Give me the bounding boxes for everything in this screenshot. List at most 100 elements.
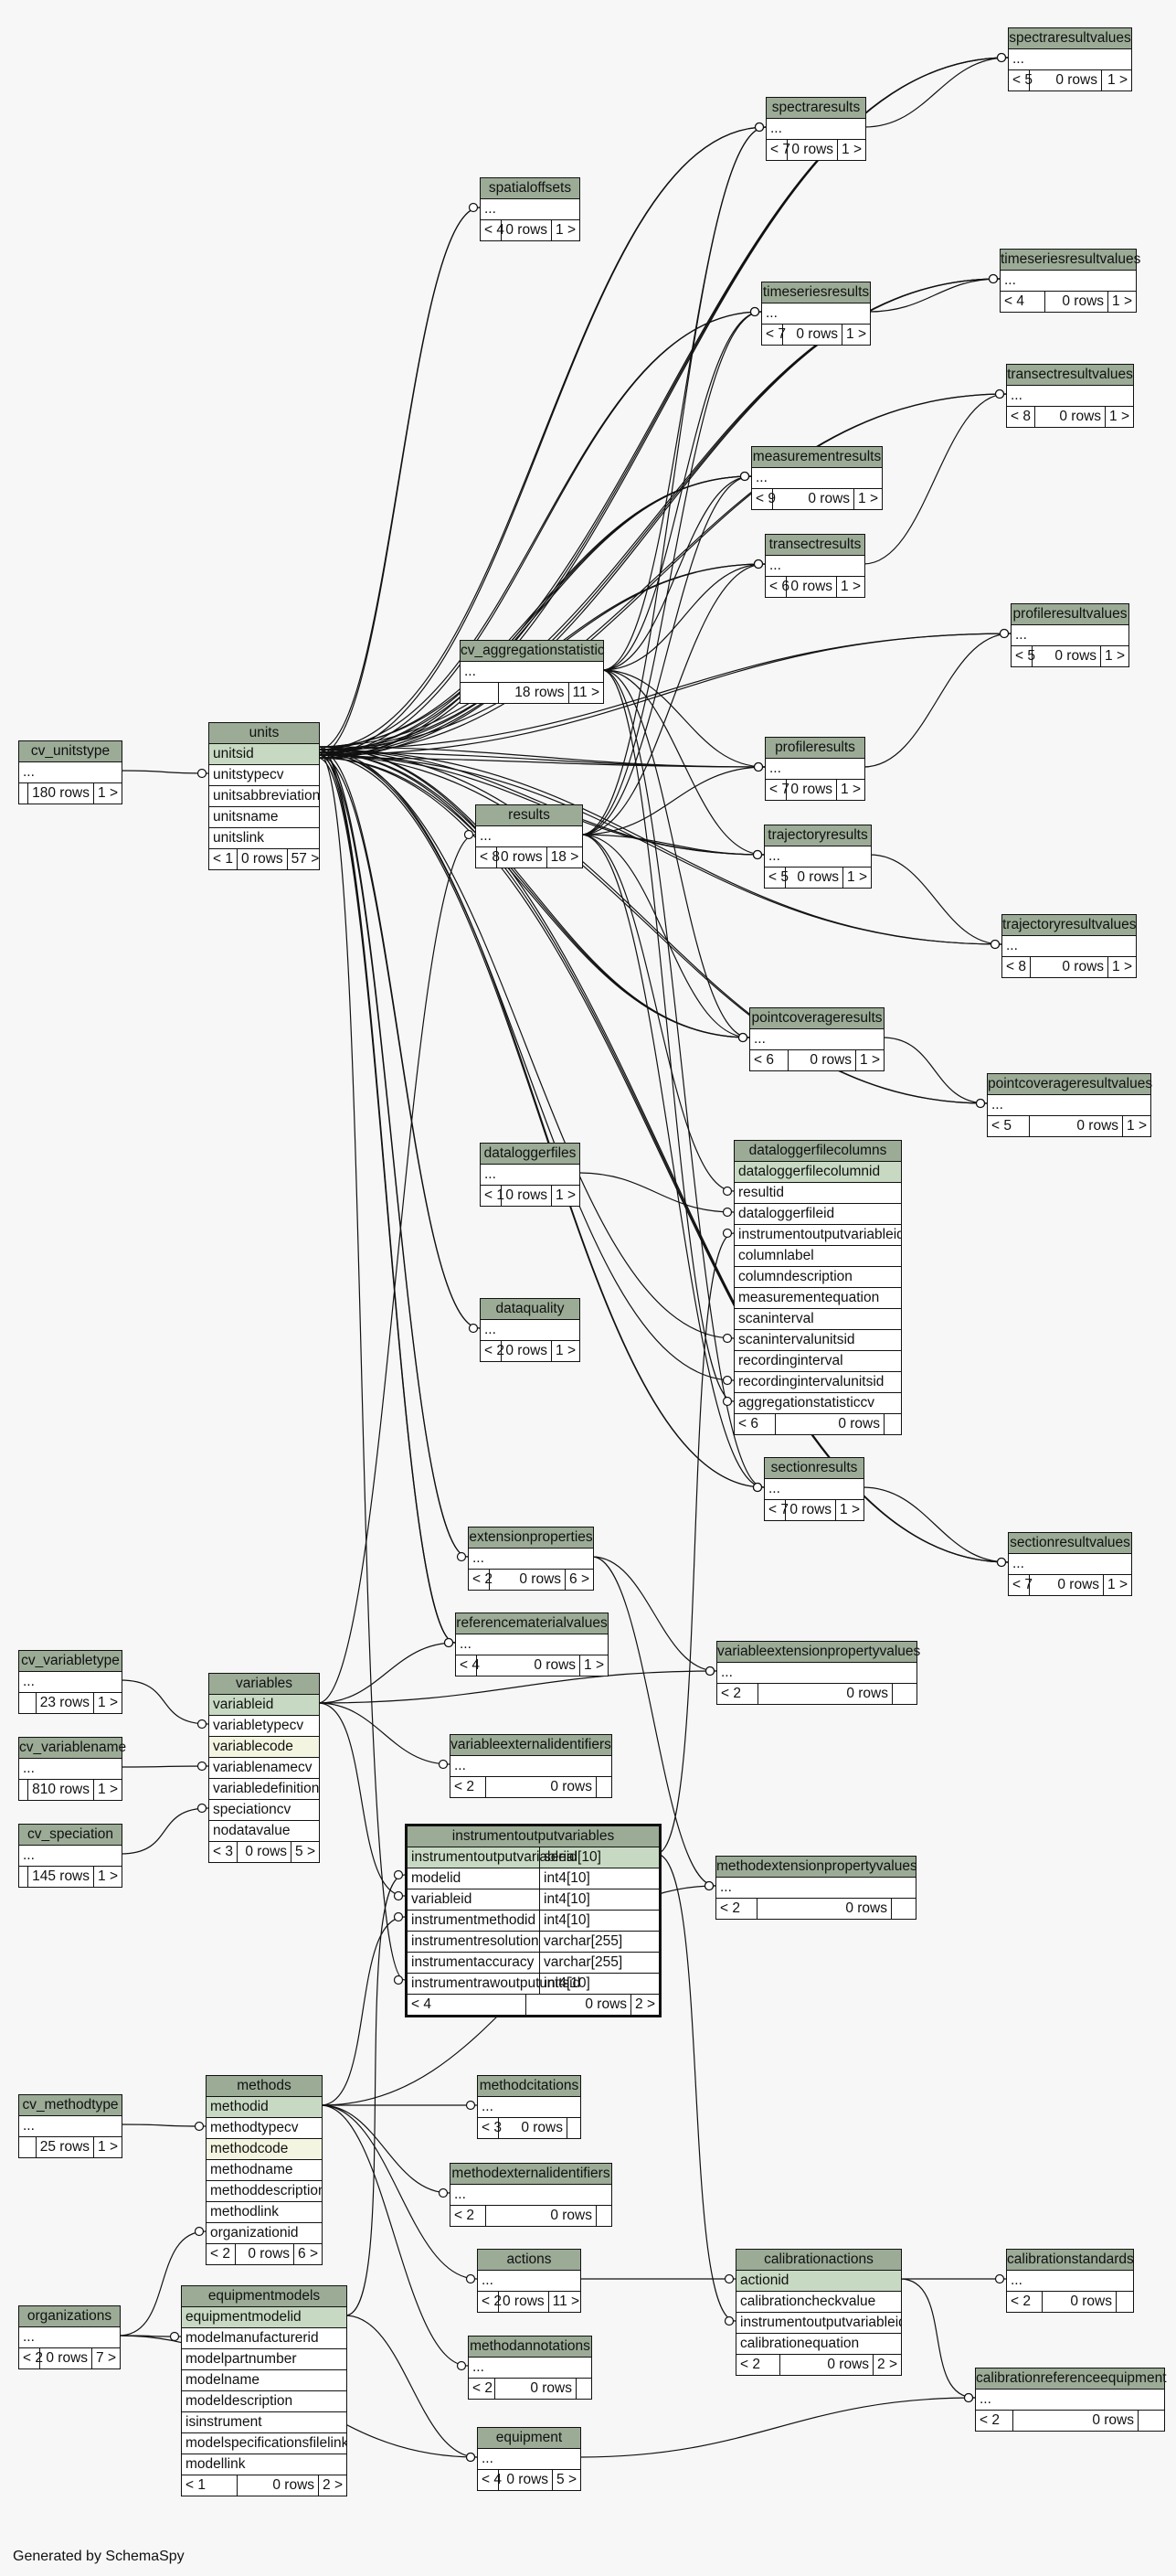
table-title[interactable]: profileresultvalues: [1012, 604, 1128, 625]
column-row: unitsid: [209, 744, 319, 765]
table-title[interactable]: profileresults: [766, 738, 864, 759]
table-title[interactable]: measurementresults: [752, 447, 882, 468]
table-title[interactable]: results: [476, 805, 582, 826]
table-title[interactable]: pointcoverageresults: [750, 1008, 884, 1029]
table-title[interactable]: variables: [209, 1674, 319, 1695]
table-title[interactable]: cv_variabletype: [19, 1651, 122, 1672]
table-title[interactable]: variableexternalidentifiers: [450, 1735, 611, 1756]
table-title[interactable]: calibrationactions: [736, 2250, 901, 2271]
parent-count: < 2: [717, 1684, 758, 1704]
table-title[interactable]: instrumentoutputvariables: [408, 1826, 659, 1847]
table-title[interactable]: variableextensionpropertyvalues: [717, 1642, 920, 1663]
table-title[interactable]: pointcoverageresultvalues: [988, 1074, 1152, 1095]
table-title[interactable]: methodexternalidentifiers: [450, 2164, 611, 2185]
table-title[interactable]: spectraresultvalues: [1009, 28, 1131, 49]
table-title[interactable]: dataquality: [481, 1299, 579, 1320]
table-title[interactable]: calibrationreferenceequipment: [976, 2368, 1167, 2390]
relationship-line: [317, 754, 988, 1104]
relationship-endpoint: [724, 2315, 735, 2326]
column-row: modelspecificationsfilelink: [182, 2433, 346, 2454]
table-title[interactable]: timeseriesresults: [762, 282, 870, 303]
table-title[interactable]: referencematerialvalues: [456, 1613, 608, 1634]
column-placeholder: ...: [716, 1878, 916, 1899]
table-title[interactable]: organizations: [19, 2306, 120, 2327]
relationship-line: [601, 669, 735, 1402]
table-title[interactable]: sectionresultvalues: [1009, 1533, 1131, 1554]
table-title[interactable]: cv_speciation: [19, 1825, 122, 1846]
table-title[interactable]: methodcitations: [478, 2076, 580, 2097]
table-title[interactable]: extensionproperties: [469, 1528, 593, 1549]
table-title[interactable]: methodextensionpropertyvalues: [716, 1857, 917, 1878]
table-title[interactable]: equipment: [478, 2428, 580, 2449]
row-count: 0 rows: [1030, 70, 1102, 90]
table-title[interactable]: methodannotations: [469, 2336, 591, 2358]
table-title[interactable]: trajectoryresultvalues: [1002, 915, 1136, 936]
table-title[interactable]: actions: [478, 2250, 580, 2271]
table-title[interactable]: spatialoffsets: [481, 178, 579, 199]
table-title[interactable]: units: [209, 723, 319, 744]
table-title[interactable]: cv_unitstype: [19, 741, 122, 762]
table-title[interactable]: sectionresults: [765, 1458, 863, 1479]
table-title[interactable]: timeseriesresultvalues: [1001, 250, 1140, 271]
table-title[interactable]: equipmentmodels: [182, 2286, 346, 2307]
table-title[interactable]: methods: [207, 2076, 322, 2097]
table-title[interactable]: calibrationstandards: [1007, 2250, 1134, 2271]
table-title[interactable]: transectresults: [766, 535, 864, 556]
relationship-endpoint: [456, 2360, 467, 2371]
table-title[interactable]: cv_aggregationstatistic: [461, 641, 605, 662]
table-title[interactable]: transectresultvalues: [1007, 365, 1133, 386]
table-title[interactable]: dataloggerfiles: [481, 1144, 579, 1165]
table-title[interactable]: dataloggerfilecolumns: [735, 1141, 901, 1162]
table-title[interactable]: trajectoryresults: [765, 825, 871, 846]
table-title[interactable]: cv_methodtype: [19, 2095, 122, 2116]
table-title[interactable]: spectraresults: [767, 98, 865, 119]
table-title[interactable]: cv_variablename: [19, 1738, 126, 1759]
